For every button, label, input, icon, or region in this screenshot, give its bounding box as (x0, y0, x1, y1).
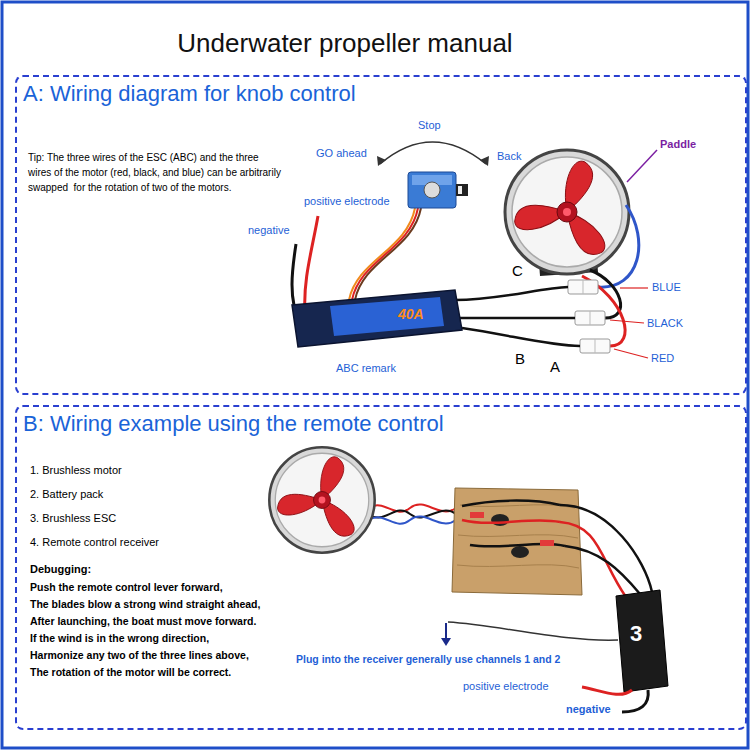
alligator-clip (540, 540, 554, 546)
propeller-figure (269, 447, 374, 552)
battery-positive-wire (305, 216, 318, 312)
wire-label: positive electrode (304, 195, 390, 209)
part-label: Paddle (660, 138, 696, 152)
esc-wire (462, 328, 580, 346)
wire-label: negative (566, 703, 611, 717)
section-heading: B: Wiring example using the remote contr… (17, 407, 745, 441)
wood-grain (457, 505, 579, 568)
wire-color-label: BLUE (652, 281, 681, 295)
signal-wire (355, 208, 421, 300)
esc-body (616, 590, 668, 692)
direction-label: Stop (418, 119, 441, 133)
section-heading: A: Wiring diagram for knob control (17, 77, 745, 111)
knob-connector (456, 184, 468, 196)
terminal-block (575, 311, 605, 325)
parts-list-item: 1. Brushless motor (30, 464, 122, 478)
motor-wire (368, 511, 456, 518)
esc-sticker (330, 297, 444, 336)
signal-wire (352, 208, 418, 300)
esc-body (292, 290, 462, 347)
motor-wire (368, 517, 456, 524)
battery-negative-wire (622, 690, 648, 712)
wire-letter: B (515, 350, 525, 369)
receiver-note: Plug into the receiver generally use cha… (296, 653, 560, 666)
knob-direction-arc (380, 142, 486, 164)
wire-label: positive electrode (463, 680, 549, 694)
esc-wire (460, 317, 575, 320)
terminal-block (580, 339, 610, 353)
note-line: Harmonize any two of the three lines abo… (30, 649, 249, 662)
receiver-lead (448, 622, 618, 640)
esc-wire (565, 546, 640, 594)
wire-color-label: RED (651, 352, 674, 366)
leader-line (627, 150, 657, 182)
knob-connector-pin (458, 186, 462, 194)
parts-list-item: 2. Battery pack (30, 488, 103, 502)
propeller-figure (505, 150, 629, 274)
terminal-screw (590, 311, 591, 325)
board-wire (462, 520, 560, 523)
knob-controller (408, 172, 456, 208)
arrow-head (480, 156, 489, 166)
leader-line (610, 320, 644, 323)
page-title: Underwater propeller manual (0, 28, 690, 59)
section-panel: B: Wiring example using the remote contr… (15, 405, 747, 730)
arrow-head (441, 638, 451, 646)
terminal-screw (583, 280, 584, 294)
wire-letter: A (550, 358, 560, 377)
leader-line (614, 349, 648, 358)
note-heading: Debugging: (30, 563, 91, 577)
blue-wire (598, 205, 639, 287)
wire-color-label: BLACK (647, 317, 683, 331)
part-label: ABC remark (336, 362, 396, 376)
control-knob (424, 182, 440, 198)
alligator-clip (470, 512, 484, 518)
leader-line (620, 287, 648, 288)
esc-rating: 40A (398, 306, 424, 324)
pointer-arrow (445, 623, 447, 639)
note-line: Push the remote control lever forward, (30, 581, 223, 594)
esc-wire (560, 505, 652, 592)
battery-terminal (491, 514, 509, 526)
battery-terminal (511, 546, 529, 558)
board-wire (462, 501, 560, 506)
note-line: The rotation of the motor will be correc… (30, 666, 231, 679)
terminal-screw (595, 339, 596, 353)
callout-number: 3 (630, 620, 642, 648)
terminal-block (568, 280, 598, 294)
esc-wire (560, 522, 626, 597)
tip-note: Tip: The three wires of the ESC (ABC) an… (28, 150, 283, 195)
note-line: If the wind is in the wrong direction, (30, 632, 209, 645)
arrow-head (377, 156, 386, 166)
battery-positive-wire (582, 687, 632, 694)
note-line: The blades blow a strong wind straight a… (30, 598, 260, 611)
esc-wire (455, 287, 568, 300)
direction-label: GO ahead (316, 147, 367, 161)
section-panel: A: Wiring diagram for knob control (15, 75, 747, 395)
parts-list-item: 4. Remote control receiver (30, 536, 159, 550)
wire-letter: C (512, 262, 523, 281)
note-line: After launching, the boat must move forw… (30, 615, 256, 628)
direction-label: Back (497, 150, 521, 164)
parts-list-item: 3. Brushless ESC (30, 512, 116, 526)
wire-label: negative (248, 224, 290, 238)
